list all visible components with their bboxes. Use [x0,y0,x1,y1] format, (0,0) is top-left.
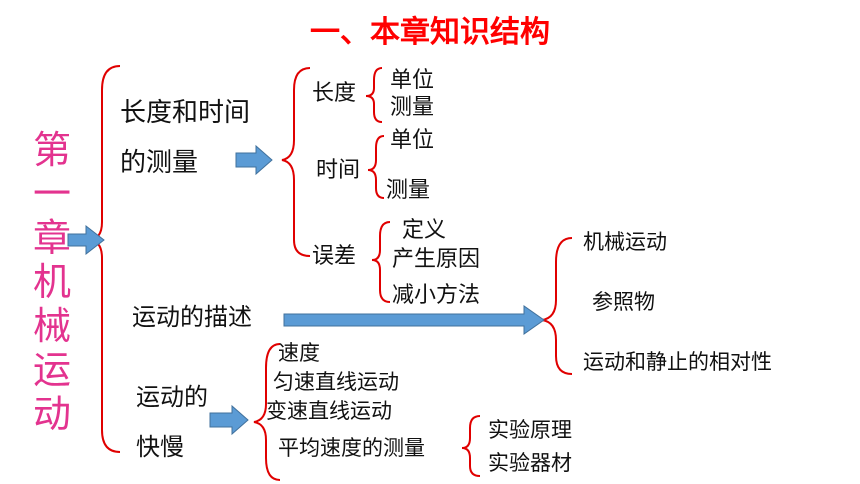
measure-label-line1: 长度和时间 [120,98,251,128]
error-brace [371,221,391,303]
error-item: 产生原因 [392,247,481,272]
avg-item: 实验原理 [488,418,572,442]
length-item: 单位 [390,68,435,93]
speed-item: 变速直线运动 [266,399,392,423]
error-label: 误差 [312,244,357,269]
chapter-char: 一 [32,172,71,216]
measure-brace [281,67,311,257]
chapter-char: 运 [32,348,71,392]
time-item: 测量 [386,178,431,203]
chapter-arrow [67,224,105,256]
measure-arrow [235,144,273,176]
speed-item: 匀速直线运动 [273,370,399,394]
motion-label: 运动的描述 [132,303,252,331]
motion-arrow [283,305,545,335]
length-item: 测量 [390,95,435,120]
time-label: 时间 [316,158,361,183]
measure-label-line2: 的测量 [120,148,199,178]
chapter-char: 第 [32,128,71,172]
speed-item: 平均速度的测量 [278,436,425,460]
speed-brace [253,343,281,481]
chapter-char: 章 [32,216,71,260]
motion-item: 机械运动 [583,230,667,254]
length-label: 长度 [312,81,357,106]
motion-item: 运动和静止的相对性 [583,350,772,374]
time-item: 单位 [390,128,435,153]
main-brace [87,65,121,453]
motion-brace [541,237,573,375]
chapter-char: 械 [32,304,71,348]
time-brace [367,135,385,199]
speed-item: 速度 [278,341,320,365]
chapter-char: 机 [32,260,71,304]
chapter-label: 第 一 章 机 械 运 动 [30,128,74,436]
avg-item: 实验器材 [488,451,572,475]
error-item: 定义 [402,218,447,243]
speed-label-line2: 快慢 [136,433,184,461]
page-title: 一、本章知识结构 [310,15,550,50]
motion-item: 参照物 [592,290,655,314]
speed-label-line1: 运动的 [136,383,208,411]
avg-brace [461,415,481,477]
speed-arrow [209,404,249,436]
length-brace [365,67,383,123]
error-item: 减小方法 [392,283,481,308]
chapter-char: 动 [32,392,71,436]
